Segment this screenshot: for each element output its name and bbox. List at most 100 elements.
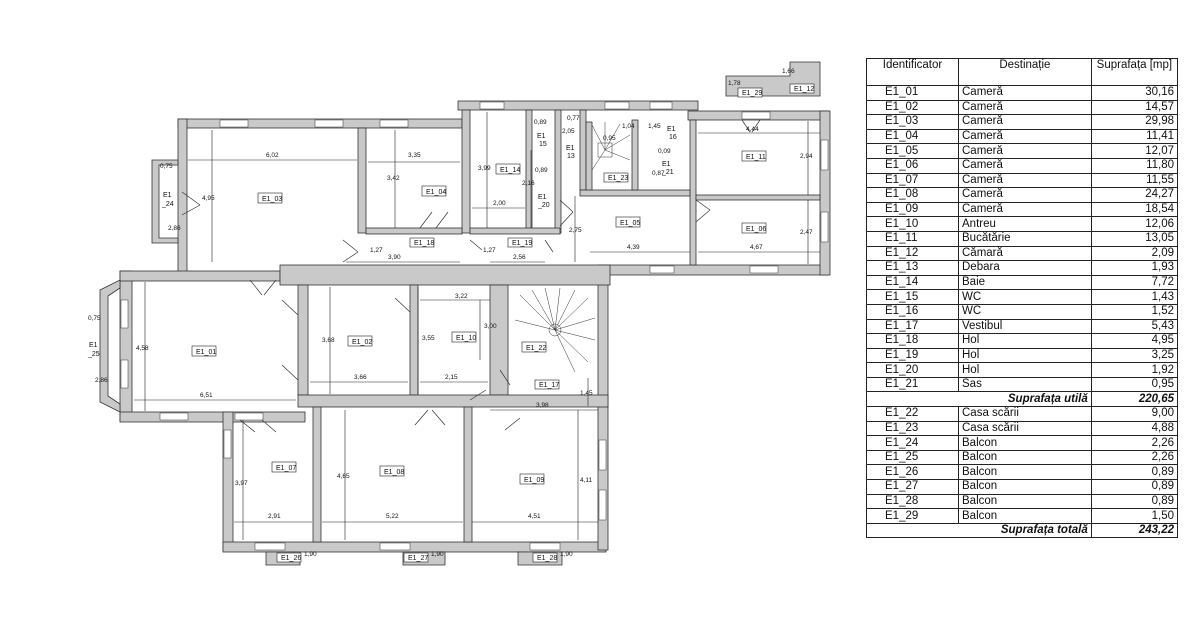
cell-suprafata: 30,16	[1090, 85, 1179, 101]
dim-text: 2,05	[562, 128, 575, 135]
cell-identificator: E1_16	[866, 303, 959, 320]
dim-text: 2,00	[493, 200, 506, 207]
cell-identificator: E1_10	[866, 216, 959, 232]
cell-suprafata: 9,00	[1090, 406, 1179, 422]
cell-destinatie: Cameră	[958, 114, 1092, 130]
room-label-e1-25a: E1	[89, 342, 98, 349]
dim-text: 3,68	[322, 337, 335, 344]
cell-destinatie: Cameră	[958, 187, 1092, 203]
dim-text: 3,35	[408, 152, 421, 159]
room-label-e1-11: E1_11	[746, 154, 766, 161]
header-destinatie: Destinație	[958, 58, 1092, 86]
room-label-e1-26: E1_26	[281, 555, 301, 562]
cell-suprafata: 29,98	[1090, 114, 1179, 130]
room-label-e1-16a: E1	[667, 126, 676, 133]
dim-text: 2,94	[800, 153, 813, 160]
cell-suprafata: 13,05	[1090, 230, 1179, 247]
room-label-e1-02: E1_02	[352, 339, 372, 346]
cell-destinatie: Vestibul	[958, 318, 1092, 335]
room-label-e1-24a: E1	[163, 192, 172, 199]
room-label-e1-06: E1_06	[746, 226, 766, 233]
room-label-e1-28: E1_28	[537, 555, 557, 562]
cell-suprafata: 5,43	[1090, 318, 1179, 335]
dim-text: 0,89	[534, 119, 547, 126]
cell-suprafata: 4,95	[1090, 333, 1179, 349]
util-sum-row: Suprafața utilă 220,65	[866, 391, 1179, 408]
room-label-e1-18: E1_18	[414, 240, 434, 247]
cell-identificator: E1_11	[866, 230, 959, 247]
cell-destinatie: Bucătărie	[958, 230, 1092, 247]
room-label-e1-07: E1_07	[276, 465, 296, 472]
dim-text: 4,95	[202, 195, 215, 202]
staircase-e1-23	[591, 122, 631, 171]
cell-destinatie: Sas	[958, 376, 1092, 393]
cell-destinatie: Cameră	[958, 85, 1092, 101]
total-sum-value: 243,22	[1090, 522, 1179, 539]
dim-text: 3,42	[387, 175, 400, 182]
room-label-e1-21b: _21	[661, 169, 674, 176]
cell-destinatie: WC	[958, 303, 1092, 320]
floor-plan: E1_03 E1_04 E1_14 E1 15 E1 13 E1 _20 E1_…	[87, 61, 831, 566]
dim-text: 1,27	[483, 247, 496, 254]
header-suprafata: Suprafața [mp]	[1090, 58, 1179, 86]
cell-identificator: E1_18	[866, 333, 959, 349]
dim-text: 4,65	[337, 473, 350, 480]
dim-text: 1,27	[370, 247, 383, 254]
cell-destinatie: Casa scării	[958, 420, 1092, 437]
room-label-e1-15b: 15	[539, 141, 547, 148]
doors	[181, 119, 761, 433]
cell-suprafata: 24,27	[1090, 187, 1179, 203]
dim-text: 2,75	[569, 227, 582, 234]
windows	[120, 101, 829, 551]
cell-identificator: E1_28	[866, 493, 959, 510]
cell-suprafata: 18,54	[1090, 201, 1179, 218]
walls	[99, 61, 831, 553]
cell-suprafata: 12,07	[1090, 143, 1179, 159]
cell-destinatie: Debara	[958, 260, 1092, 276]
room-label-e1-27: E1_27	[408, 555, 428, 562]
cell-destinatie: Cămară	[958, 245, 1092, 262]
cell-identificator: E1_06	[866, 157, 959, 174]
total-sum-label: Suprafața totală	[866, 522, 1092, 539]
dim-text: 4,58	[136, 345, 149, 352]
dim-text: 6,02	[266, 152, 279, 159]
cell-identificator: E1_21	[866, 376, 959, 393]
cell-suprafata: 1,92	[1090, 362, 1179, 378]
room-label-e1-22: E1_22	[526, 345, 546, 352]
dim-text: 3,00	[484, 323, 497, 330]
cell-destinatie: Cameră	[958, 143, 1092, 159]
dim-text: 3,66	[354, 374, 367, 381]
cell-suprafata: 2,09	[1090, 245, 1179, 262]
cell-identificator: E1_15	[866, 289, 959, 305]
staircase-e1-22	[514, 287, 596, 373]
area-table: Identificator Destinație Suprafața [mp] …	[866, 58, 1179, 539]
dim-text: 4,44	[746, 126, 759, 133]
dim-text: 0,89	[535, 167, 548, 174]
cell-suprafata: 0,89	[1090, 464, 1179, 481]
cell-identificator: E1_05	[866, 143, 959, 159]
cell-suprafata: 1,43	[1090, 289, 1179, 305]
cell-destinatie: Cameră	[958, 99, 1092, 116]
room-label-e1-13a: E1	[566, 145, 575, 152]
room-labels: E1_03 E1_04 E1_14 E1 15 E1 13 E1 _20 E1_…	[87, 83, 814, 563]
dim-text: 3,55	[422, 335, 435, 342]
cell-destinatie: Balcon	[958, 435, 1092, 451]
cell-suprafata: 0,89	[1090, 479, 1179, 495]
cell-destinatie: Cameră	[958, 128, 1092, 145]
cell-destinatie: Balcon	[958, 479, 1092, 495]
dim-text: 4,51	[528, 513, 541, 520]
cell-suprafata: 4,88	[1090, 420, 1179, 437]
cell-destinatie: Casa scării	[958, 406, 1092, 422]
dim-text: 0,87	[652, 170, 665, 177]
cell-suprafata: 1,93	[1090, 260, 1179, 276]
room-label-e1-03: E1_03	[262, 196, 282, 203]
dim-text: 4,67	[750, 244, 763, 251]
